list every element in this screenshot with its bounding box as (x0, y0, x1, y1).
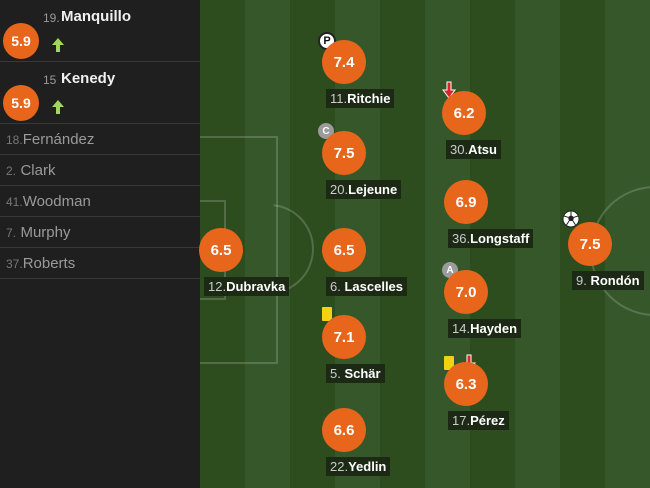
goal-ball-icon (562, 210, 580, 228)
player-name: Kenedy (61, 70, 116, 87)
player-name: Woodman (22, 193, 91, 210)
player-name: Murphy (20, 224, 71, 241)
player-number: 5. (330, 366, 341, 381)
player-name: Fernández (22, 131, 95, 148)
player-number: 15 (43, 73, 57, 87)
player-ritchie[interactable]: P 7.4 11.Ritchie (318, 32, 395, 108)
yellow-card-icon (322, 307, 332, 321)
player-label: 5. Schär (326, 364, 385, 383)
sub-row-manquillo[interactable]: 5.9 19. Manquillo (0, 0, 200, 62)
rating-badge: 6.2 (442, 91, 486, 135)
player-label: 22.Yedlin (326, 457, 391, 476)
player-number: 36. (452, 231, 471, 246)
player-label: 20.Lejeune (326, 180, 402, 199)
player-yedlin[interactable]: 6.6 22.Yedlin (322, 408, 391, 476)
rating-badge: 7.1 (322, 315, 366, 359)
player-name: Hayden (470, 321, 518, 336)
unused-sub-row[interactable]: 18.Fernández (0, 124, 200, 155)
player-number: 17. (452, 413, 471, 428)
player-label: 9. Rondón (572, 271, 644, 290)
player-label: 36.Longstaff (448, 229, 534, 248)
unused-sub-row[interactable]: 7. Murphy (0, 217, 200, 248)
player-name: Lascelles (344, 279, 404, 294)
rating-badge: 7.5 (322, 131, 366, 175)
player-name: Yedlin (348, 459, 387, 474)
player-hayden[interactable]: A 7.0 14.Hayden (442, 262, 522, 338)
player-name: Dubravka (226, 279, 286, 294)
player-lejeune[interactable]: C 7.5 20.Lejeune (318, 123, 402, 199)
player-rondon[interactable]: 7.5 9. Rondón (562, 210, 644, 290)
unused-sub-row[interactable]: 2. Clark (0, 155, 200, 186)
rating-badge: 7.4 (322, 40, 366, 84)
player-lascelles[interactable]: 6.5 6. Lascelles (322, 228, 408, 296)
player-atsu[interactable]: 6.2 30.Atsu (442, 81, 501, 159)
player-label: 30.Atsu (446, 140, 501, 159)
yellow-card-icon (444, 356, 454, 370)
player-number: 12. (208, 279, 227, 294)
player-number: 37. (6, 257, 23, 271)
player-name: Lejeune (348, 182, 398, 197)
player-name: Schär (344, 366, 381, 381)
player-label: 11.Ritchie (326, 89, 395, 108)
player-number: 6. (330, 279, 341, 294)
rating-badge: 6.5 (322, 228, 366, 272)
rating-badge: 6.5 (199, 228, 243, 272)
player-number: 11. (330, 91, 348, 106)
rating-badge: 7.0 (444, 270, 488, 314)
player-number: 41. (6, 195, 23, 209)
player-label: 6. Lascelles (326, 277, 408, 296)
player-number: 30. (450, 142, 469, 157)
player-dubravka[interactable]: 6.5 12.Dubravka (199, 228, 290, 296)
unused-sub-row[interactable]: 37.Roberts (0, 248, 200, 279)
sub-on-arrow-icon (52, 38, 64, 52)
player-perez[interactable]: 6.3 17.Pérez (444, 354, 509, 430)
unused-sub-row[interactable]: 41.Woodman (0, 186, 200, 217)
rating-badge: 5.9 (3, 23, 39, 59)
player-number: 19. (43, 11, 60, 25)
player-name: Pérez (470, 413, 505, 428)
player-longstaff[interactable]: 6.9 36.Longstaff (444, 180, 534, 248)
rating-badge: 6.3 (444, 362, 488, 406)
sub-row-kenedy[interactable]: 5.9 15 Kenedy (0, 62, 200, 124)
bench-panel: 5.9 19. Manquillo 5.9 15 Kenedy 18.Ferná… (0, 0, 200, 488)
player-label: 14.Hayden (448, 319, 522, 338)
player-name: Atsu (468, 142, 497, 157)
player-number: 7. (6, 226, 17, 240)
player-label: 17.Pérez (448, 411, 509, 430)
player-number: 14. (452, 321, 471, 336)
player-name: Manquillo (61, 8, 131, 25)
sub-on-arrow-icon (52, 100, 64, 114)
player-name: Ritchie (347, 91, 391, 106)
player-name: Rondón (590, 273, 640, 288)
player-number: 20. (330, 182, 349, 197)
player-number: 2. (6, 164, 17, 178)
rating-badge: 6.6 (322, 408, 366, 452)
player-number: 9. (576, 273, 587, 288)
player-label: 12.Dubravka (204, 277, 290, 296)
player-name: Longstaff (470, 231, 530, 246)
player-name: Clark (20, 162, 56, 179)
rating-badge: 6.9 (444, 180, 488, 224)
rating-badge: 7.5 (568, 222, 612, 266)
player-number: 22. (330, 459, 349, 474)
rating-badge: 5.9 (3, 85, 39, 121)
player-name: Roberts (22, 255, 76, 272)
player-number: 18. (6, 133, 23, 147)
player-schar[interactable]: 7.1 5. Schär (322, 307, 385, 383)
